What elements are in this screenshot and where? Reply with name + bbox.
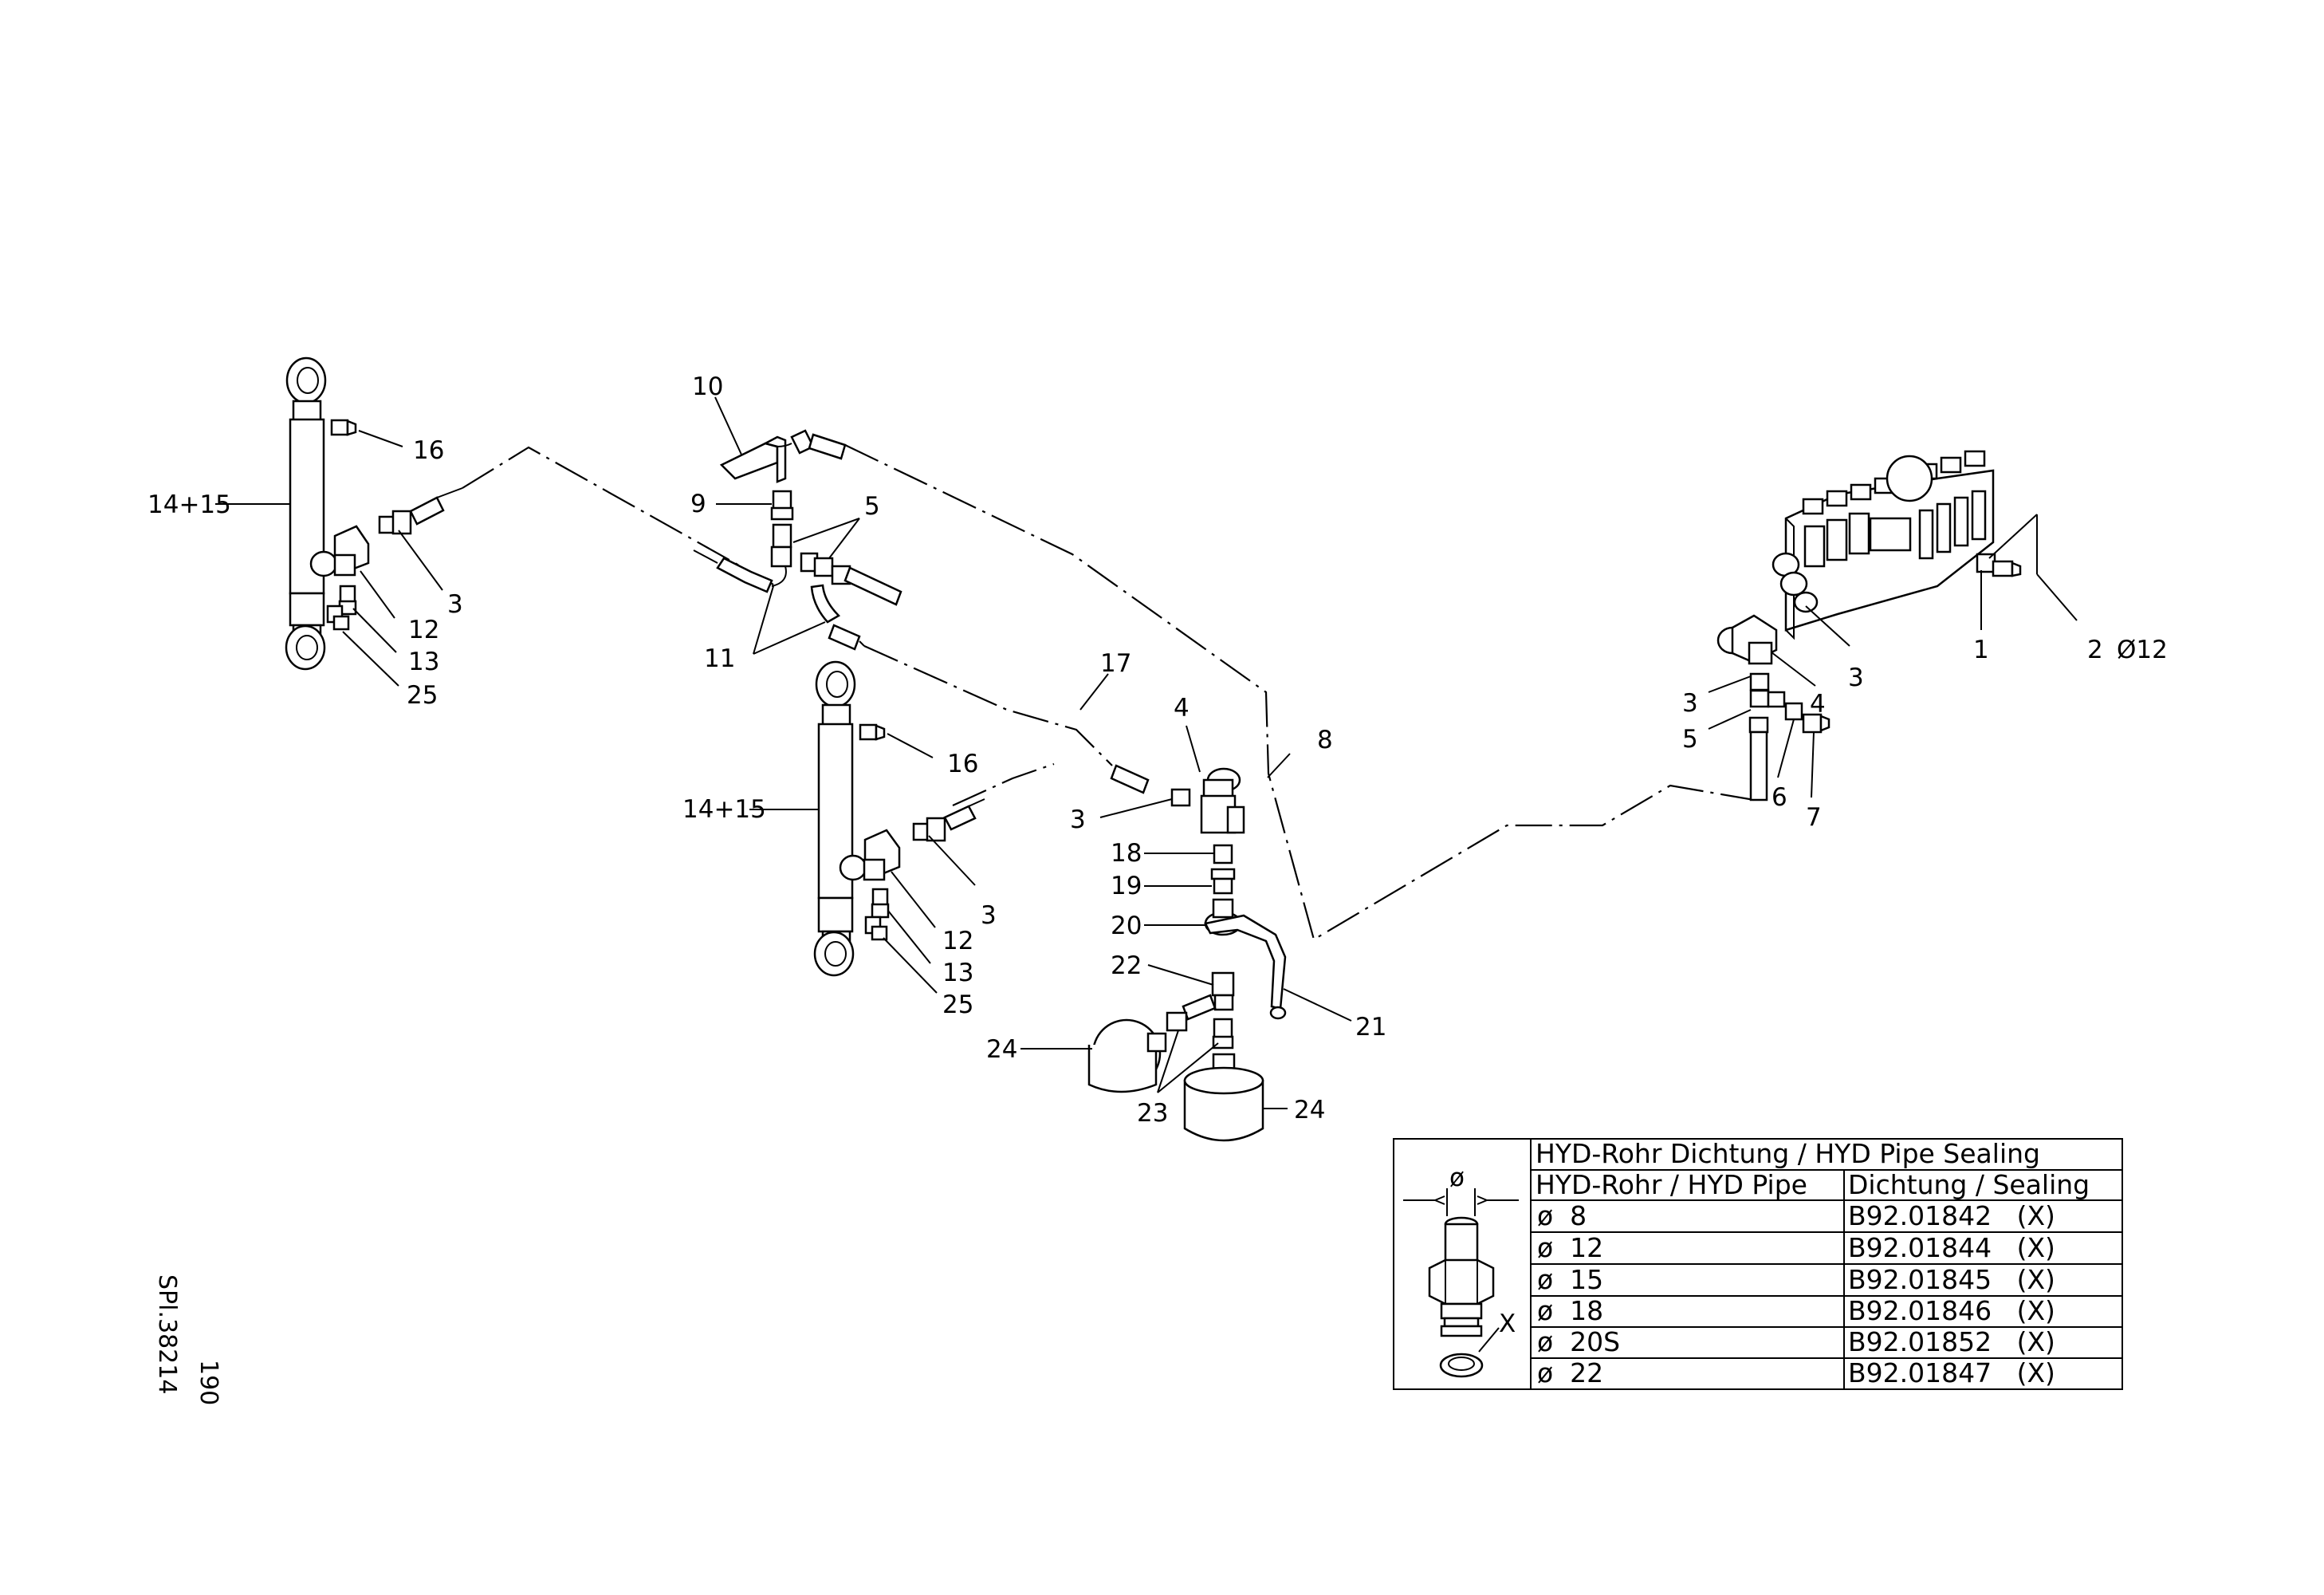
callout-23: 23 (1137, 1099, 1168, 1128)
center-manifold-assembly (693, 429, 902, 651)
sealing-row-seal: B92.01844 (X) (1848, 1232, 2055, 1263)
sealing-row-pipe: ø 8 (1537, 1200, 1587, 1231)
callout-11: 11 (704, 644, 735, 673)
callout-16-left: 16 (413, 436, 444, 465)
callout-leader-lines (215, 396, 2078, 1109)
callout-19: 19 (1111, 872, 1142, 900)
pipe-line-upper-left (462, 446, 774, 585)
sealing-row-seal: B92.01845 (X) (1848, 1264, 2055, 1295)
callout-4-center: 4 (1174, 694, 1190, 723)
callout-9: 9 (690, 490, 706, 518)
callout-3-center: 3 (1070, 805, 1086, 834)
sealing-row-pipe: ø 22 (1537, 1357, 1603, 1388)
callout-7: 7 (1806, 803, 1822, 832)
control-valve-bank (1716, 450, 2022, 801)
sealing-table: ø X HYD-Rohr Dichtung / HYD Pipe Sealing… (1393, 1138, 2123, 1390)
callout-25-left: 25 (407, 681, 438, 710)
callout-10: 10 (692, 372, 723, 401)
hydraulic-pipe-lines (462, 444, 1755, 941)
callout-17: 17 (1100, 649, 1131, 678)
callout-3-right-upper: 3 (1848, 664, 1864, 692)
drawing-reference: SPl.38214 190 (153, 1274, 222, 1405)
sketch-diameter-label: ø (1449, 1164, 1465, 1192)
callout-labels: 16 14+15 3 12 13 25 10 9 5 11 16 14+15 3… (147, 372, 2168, 1128)
sealing-row-pipe: ø 12 (1537, 1232, 1603, 1263)
callout-24-right: 24 (1294, 1096, 1325, 1124)
accumulator-assembly (1087, 764, 1287, 1142)
callout-3-middle: 3 (981, 901, 997, 930)
callout-1: 1 (1973, 636, 1989, 664)
sealing-row-seal: B92.01846 (X) (1848, 1295, 2055, 1326)
callout-2: 2 (2087, 636, 2103, 664)
pipe-line-17 (863, 644, 1113, 766)
callout-20: 20 (1111, 912, 1142, 940)
callout-22: 22 (1111, 951, 1142, 980)
sealing-table-col-pipe: HYD-Rohr / HYD Pipe (1536, 1169, 1807, 1200)
callout-24-left: 24 (986, 1035, 1017, 1064)
callout-5-right: 5 (1682, 725, 1698, 754)
sealing-table-col-seal: Dichtung / Sealing (1848, 1169, 2090, 1200)
callout-12-left: 12 (408, 616, 439, 644)
callout-13-middle: 13 (942, 959, 973, 987)
sealing-row-seal: B92.01847 (X) (1848, 1357, 2055, 1388)
callout-25-middle: 25 (942, 990, 973, 1019)
callout-3-right-lower: 3 (1682, 689, 1698, 718)
callout-12-middle: 12 (942, 927, 973, 955)
callout-8: 8 (1317, 726, 1333, 754)
callout-2-size: Ø12 (2117, 636, 2168, 664)
hydraulic-cylinder-left (285, 356, 463, 671)
callout-21: 21 (1355, 1013, 1386, 1042)
sealing-row-pipe: ø 18 (1537, 1295, 1603, 1326)
callout-5-center: 5 (864, 492, 880, 521)
sealing-row-pipe: ø 20S (1537, 1326, 1620, 1357)
page-number: 190 (195, 1360, 222, 1405)
hydraulic-cylinder-middle (813, 660, 985, 977)
pipe-fitting-sketch: ø X (1403, 1164, 1519, 1378)
pipe-line-lower-left (952, 762, 1055, 807)
callout-6: 6 (1772, 783, 1787, 812)
callout-3-left: 3 (447, 590, 463, 619)
sealing-row-seal: B92.01842 (X) (1848, 1200, 2055, 1231)
callout-18: 18 (1111, 839, 1142, 868)
drawing-number: SPl.38214 (153, 1274, 181, 1394)
sealing-table-title: HYD-Rohr Dichtung / HYD Pipe Sealing (1536, 1138, 2040, 1169)
callout-13-left: 13 (408, 648, 439, 676)
callout-14-15-left: 14+15 (147, 490, 231, 519)
sealing-row-seal: B92.01852 (X) (1848, 1326, 2055, 1357)
sketch-x-label: X (1499, 1309, 1516, 1338)
callout-16-middle: 16 (947, 750, 978, 778)
sealing-row-pipe: ø 15 (1537, 1264, 1603, 1295)
callout-4-right: 4 (1810, 690, 1826, 719)
callout-14-15-middle: 14+15 (682, 795, 766, 824)
pipe-line-8 (844, 444, 1755, 941)
